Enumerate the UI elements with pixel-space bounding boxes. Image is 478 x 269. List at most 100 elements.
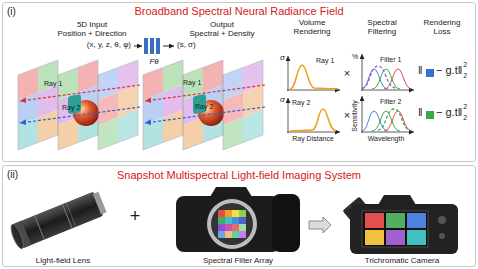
output-sample-planes xyxy=(143,60,265,150)
component-caption: Spectral Filter Array xyxy=(203,257,273,266)
axis-label: % xyxy=(352,53,358,61)
input-sample-planes xyxy=(18,60,140,150)
axis-label: σ xyxy=(280,96,285,105)
camera-back-drawing xyxy=(407,230,426,245)
camera-back-drawing xyxy=(407,213,426,228)
stage-heading: Spectral Filtering xyxy=(358,19,406,37)
input-label: 5D Input xyxy=(77,21,107,30)
network-symbol xyxy=(134,46,142,47)
camera-front-drawing xyxy=(176,196,280,252)
lens-drawing xyxy=(66,203,76,227)
filter-plot xyxy=(361,54,414,133)
lens-drawing xyxy=(93,192,107,215)
volume-plot xyxy=(288,56,289,91)
axis-label: σ xyxy=(280,54,285,63)
camera-back-drawing xyxy=(386,213,405,228)
loss-formula: ‖ xyxy=(418,64,423,76)
panel-title: Broadband Spectral Neural Radiance Field xyxy=(134,5,343,17)
loss-swatch xyxy=(426,69,434,77)
curve-label: Ray 2 xyxy=(292,99,310,107)
ray-label: Ray 1 xyxy=(183,79,201,87)
network-block: Fθ xyxy=(142,37,166,67)
filter-plot xyxy=(362,96,363,133)
loss-exponent: 2 xyxy=(463,61,467,69)
network-label: Fθ xyxy=(149,58,158,67)
camera-back-drawing xyxy=(365,213,384,228)
filter-array-tiles xyxy=(225,217,232,224)
network-symbol xyxy=(150,38,154,54)
camera-front-drawing xyxy=(207,199,257,249)
component-caption: Trichromatic Camera xyxy=(365,257,439,266)
filter-array-tiles xyxy=(225,231,232,238)
filter-array-tiles xyxy=(218,210,246,238)
volume-plot xyxy=(290,109,336,131)
loss-formula: − g.t‖ xyxy=(436,106,462,118)
filter-array-tiles xyxy=(232,217,239,224)
volume-plot xyxy=(287,90,340,91)
panel-number: (ii) xyxy=(7,169,18,180)
output-label: Spectral + Density xyxy=(189,30,254,39)
curve-label: Filter 1 xyxy=(380,56,401,64)
ray-label: Ray 2 xyxy=(195,103,213,111)
loss-exponent: 2 xyxy=(463,103,467,111)
loss-formula: ‖ xyxy=(418,106,423,118)
filter-array-tiles xyxy=(239,217,246,224)
multiply-sign: × xyxy=(344,109,350,121)
lens-drawing xyxy=(35,215,45,239)
filter-array-tiles xyxy=(225,210,232,217)
filter-array-tiles xyxy=(239,210,246,217)
filter-plot xyxy=(384,111,412,131)
filter-plot xyxy=(361,90,414,91)
axis-label: Wavelength xyxy=(368,135,405,143)
ray-label: Ray 1 xyxy=(44,80,62,88)
loss-subscript: 2 xyxy=(463,114,467,122)
multiply-sign: × xyxy=(344,67,350,79)
network-symbol xyxy=(144,38,148,54)
output-variables: (s, σ) xyxy=(177,41,196,50)
volume-plot xyxy=(287,56,340,133)
camera-back-drawing xyxy=(365,230,384,245)
camera-back-drawing xyxy=(350,204,458,254)
lens-drawing xyxy=(62,204,72,228)
lens-drawing xyxy=(9,190,108,250)
camera-back-drawing xyxy=(438,216,446,224)
filter-plot xyxy=(362,66,396,88)
camera-back-drawing xyxy=(378,195,416,205)
lens-drawing xyxy=(12,191,103,248)
axis-label: Sensitivity xyxy=(351,100,359,132)
filter-array-tiles xyxy=(218,217,225,224)
panel-number: (i) xyxy=(7,6,16,17)
network-symbol xyxy=(163,46,174,47)
input-variables: (x, y, z, θ, φ) xyxy=(87,41,131,50)
camera-back-drawing xyxy=(342,195,458,254)
filter-plot xyxy=(372,69,400,89)
filter-array-tiles xyxy=(239,231,246,238)
filter-array-tiles xyxy=(218,231,225,238)
camera-back-drawing xyxy=(362,211,428,247)
filter-array-tiles xyxy=(232,210,239,217)
ray-label: Ray 2 xyxy=(62,104,80,112)
volume-plot xyxy=(288,98,289,133)
volume-plot xyxy=(290,65,338,89)
lens-drawing xyxy=(9,223,26,250)
volume-plot xyxy=(287,132,340,133)
camera-front-drawing xyxy=(210,187,252,197)
filter-array-tiles xyxy=(232,224,239,231)
axis-label: Ray Distance xyxy=(292,135,334,143)
block-arrow xyxy=(309,217,331,233)
network-symbol xyxy=(156,38,160,54)
camera-back-drawing xyxy=(439,233,445,239)
loss-subscript: 2 xyxy=(463,72,467,80)
stage-heading: Volume Rendering xyxy=(288,19,336,37)
filter-array-tiles xyxy=(218,210,225,217)
output-label: Output xyxy=(210,21,234,30)
filter-plot xyxy=(361,132,414,133)
input-label: Position + Direction xyxy=(57,30,126,39)
network-symbol xyxy=(134,38,174,54)
plus-sign: + xyxy=(130,207,141,227)
panel: (i) Broadband Spectral Neural Radiance Fi… xyxy=(2,2,476,162)
filter-plot xyxy=(362,54,363,91)
